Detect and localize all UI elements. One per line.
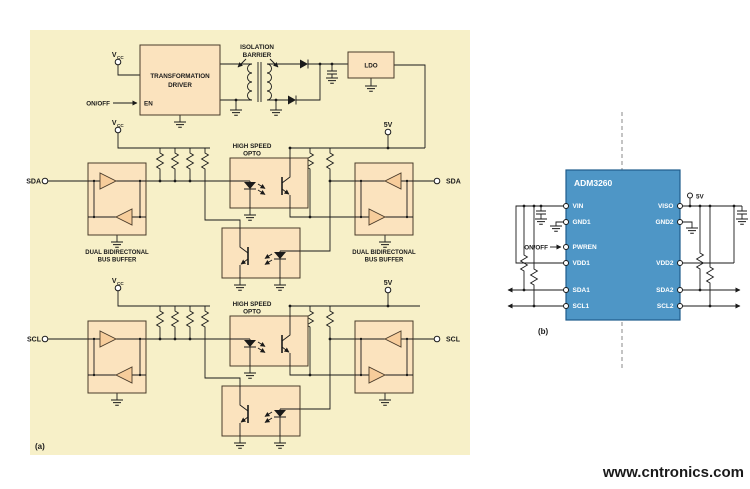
- buffer-caption-right-line2: BUS BUFFER: [365, 258, 404, 264]
- sda-right-label: SDA: [446, 179, 461, 186]
- panel-a-tag: (a): [35, 442, 45, 451]
- left-bus-buffer-scl: [87, 320, 147, 394]
- right-bus-buffer-sda: [354, 162, 414, 236]
- pin-sda1: SDA1: [573, 287, 591, 294]
- 5v-label: 5V: [696, 194, 705, 201]
- diode-icon: [300, 59, 309, 69]
- pin-vin: VIN: [573, 203, 584, 210]
- pin-gnd2: GND2: [655, 219, 673, 226]
- scl-right-label: SCL: [446, 337, 461, 344]
- junction-dots: [158, 146, 390, 219]
- pin-scl1: SCL1: [573, 303, 590, 310]
- pin-gnd1: GND1: [573, 219, 591, 226]
- opto-sda-lower: [222, 228, 300, 278]
- transformer-icon: [247, 62, 272, 102]
- wires-top: [117, 63, 426, 148]
- chip-pin-circles: [563, 203, 683, 309]
- chip-pin-labels-right: VISO GND2 VDD2 SDA2 SCL2: [655, 203, 673, 310]
- pin-vdd1: VDD1: [573, 260, 591, 267]
- junction-dots: [234, 62, 334, 102]
- pin-pwren: PWREN: [573, 244, 598, 251]
- pin-sda2: SDA2: [656, 287, 674, 294]
- hso-label-line2: OPTO: [243, 151, 261, 158]
- diode-icon: [288, 95, 297, 105]
- driver-label-line1: TRANSFORMATION: [150, 73, 210, 80]
- isolation-arrow-icon: [269, 58, 279, 68]
- buffer-caption-left-line1: DUAL BIDIRECTONAL: [85, 250, 149, 256]
- buffer-caption-right-line1: DUAL BIDIRECTONAL: [352, 250, 416, 256]
- junction-dots: [158, 304, 390, 377]
- sda-left-label: SDA: [26, 179, 41, 186]
- pin-viso: VISO: [658, 203, 674, 210]
- junction-dots: [522, 204, 736, 308]
- scl-right-terminal: [433, 335, 441, 343]
- 5v-terminal: [687, 192, 693, 199]
- hso-label-line1: HIGH SPEED: [233, 143, 272, 150]
- wires-sda: [47, 132, 435, 285]
- on-off-label: ON/OFF: [86, 101, 110, 108]
- scl-left-terminal: [41, 335, 49, 343]
- opto-scl-lower: [222, 386, 300, 436]
- en-label: EN: [144, 101, 153, 108]
- sda-right-terminal: [433, 177, 441, 185]
- wires-chip: [515, 198, 747, 306]
- driver-label-line2: DRIVER: [168, 82, 192, 89]
- opto-scl-upper: [230, 316, 308, 366]
- ldo-label: LDO: [364, 63, 377, 70]
- left-bus-buffer-sda: [87, 162, 147, 236]
- ldo-block: [347, 51, 395, 79]
- chip-title: ADM3260: [574, 178, 613, 188]
- isolation-barrier-label-line1: ISOLATION: [240, 44, 274, 51]
- pin-vdd2: VDD2: [656, 260, 674, 267]
- scl-left-label: SCL: [27, 337, 42, 344]
- watermark: www.cntronics.com: [602, 464, 744, 481]
- isolation-arrow-icon: [237, 58, 247, 68]
- transformation-driver-block: [139, 44, 221, 116]
- hso-label2-line1: HIGH SPEED: [233, 301, 272, 308]
- hso-label2-line2: OPTO: [243, 309, 261, 316]
- adm3260-chip: [565, 169, 681, 321]
- on-off-label: ON/OFF: [524, 245, 548, 252]
- buffer-caption-left-line2: BUS BUFFER: [98, 258, 137, 264]
- panel-b-tag: (b): [538, 327, 549, 336]
- sda-left-terminal: [41, 177, 49, 185]
- chip-pin-labels-left: VIN GND1 PWREN VDD1 SDA1 SCL1: [573, 203, 598, 310]
- wires-scl: [47, 290, 435, 443]
- right-bus-buffer-scl: [354, 320, 414, 394]
- pin-scl2: SCL2: [657, 303, 674, 310]
- opto-sda-upper: [230, 158, 308, 208]
- panel-a: ON/OFF TRANSFORMATION DRIVER EN ISOLATIO…: [26, 30, 470, 455]
- panel-b: 5V ON/OFF ADM3260 VIN GND1 PWREN VDD1 SD…: [507, 112, 749, 368]
- isolation-barrier-label-line2: BARRIER: [243, 52, 272, 59]
